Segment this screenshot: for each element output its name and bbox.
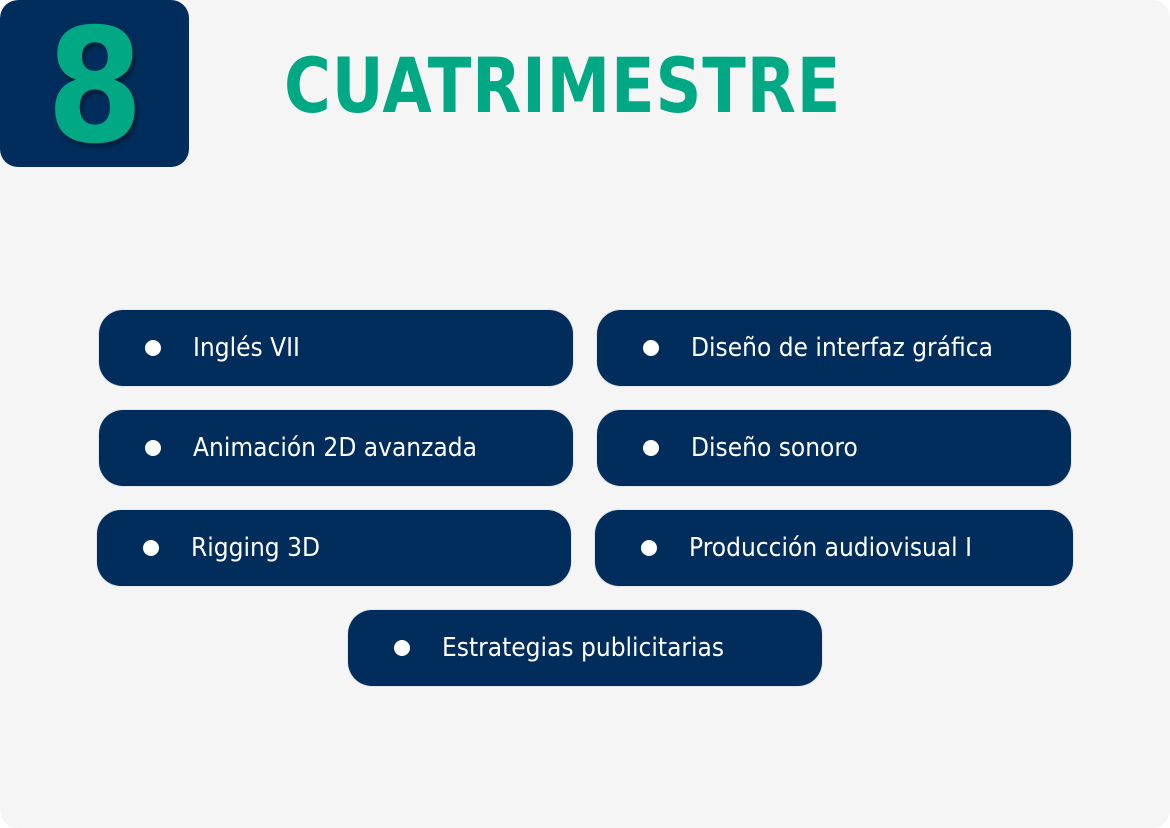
bullet-icon xyxy=(145,340,161,356)
subject-item: Producción audiovisual I xyxy=(595,510,1073,586)
subject-item: Diseño de interfaz gráfica xyxy=(597,310,1071,386)
bullet-icon xyxy=(145,440,161,456)
subject-label: Diseño de interfaz gráfica xyxy=(691,333,993,363)
bullet-icon xyxy=(643,440,659,456)
subject-item: Animación 2D avanzada xyxy=(99,410,573,486)
subject-item: Diseño sonoro xyxy=(597,410,1071,486)
subject-label: Diseño sonoro xyxy=(691,433,858,463)
subject-label: Rigging 3D xyxy=(191,533,321,563)
subject-item: Estrategias publicitarias xyxy=(348,610,822,686)
subject-label: Producción audiovisual I xyxy=(689,533,973,563)
semester-number-badge: 8 xyxy=(0,0,189,167)
subject-label: Estrategias publicitarias xyxy=(442,633,725,663)
subject-label: Inglés VII xyxy=(193,333,300,363)
bullet-icon xyxy=(641,540,657,556)
semester-number: 8 xyxy=(46,0,143,179)
bullet-icon xyxy=(643,340,659,356)
bullet-icon xyxy=(394,640,410,656)
subject-item: Rigging 3D xyxy=(97,510,571,586)
subject-label: Animación 2D avanzada xyxy=(193,433,477,463)
page-title: CUATRIMESTRE xyxy=(284,41,842,130)
subject-item: Inglés VII xyxy=(99,310,573,386)
bullet-icon xyxy=(143,540,159,556)
